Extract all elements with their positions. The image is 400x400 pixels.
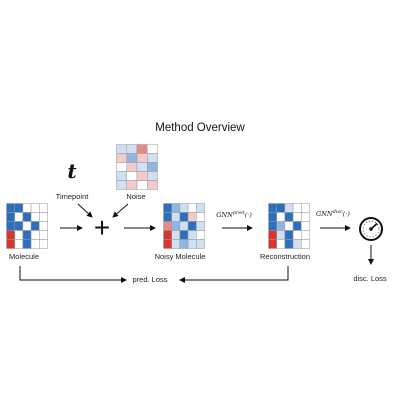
gnn-disc-label: GNNdisc(·) bbox=[316, 209, 350, 219]
noise-matrix bbox=[116, 144, 158, 190]
timepoint-symbol: t bbox=[67, 159, 77, 183]
pred-loss-label: pred. Loss bbox=[132, 275, 168, 284]
timepoint-label: Timepoint bbox=[55, 192, 89, 201]
arrow-timepoint-to-plus bbox=[77, 203, 93, 218]
noisy-molecule-matrix bbox=[163, 203, 205, 249]
molecule-label: Molecule bbox=[8, 252, 40, 261]
molecule-matrix bbox=[6, 203, 48, 249]
gnn-pred-label: GNNpred(·) bbox=[216, 210, 252, 220]
reconstruction-label: Reconstruction bbox=[259, 252, 311, 261]
arrow-reconstruction-to-pred-loss bbox=[179, 266, 289, 283]
noise-label: Noise bbox=[126, 192, 146, 201]
arrow-molecule-to-pred-loss bbox=[19, 266, 127, 283]
matrix-cell bbox=[301, 239, 310, 249]
diagram-title: Method Overview bbox=[155, 122, 245, 134]
arrow-noise-to-plus bbox=[112, 203, 129, 218]
matrix-cell bbox=[196, 239, 205, 249]
matrix-cell bbox=[147, 180, 158, 190]
disc-loss-label: disc. Loss bbox=[353, 274, 387, 283]
reconstruction-matrix bbox=[268, 203, 310, 249]
speedometer-icon bbox=[359, 217, 383, 241]
noisy-molecule-label: Noisy Molecule bbox=[154, 252, 206, 261]
matrix-cell bbox=[39, 239, 48, 249]
plus-symbol: + bbox=[93, 212, 111, 243]
